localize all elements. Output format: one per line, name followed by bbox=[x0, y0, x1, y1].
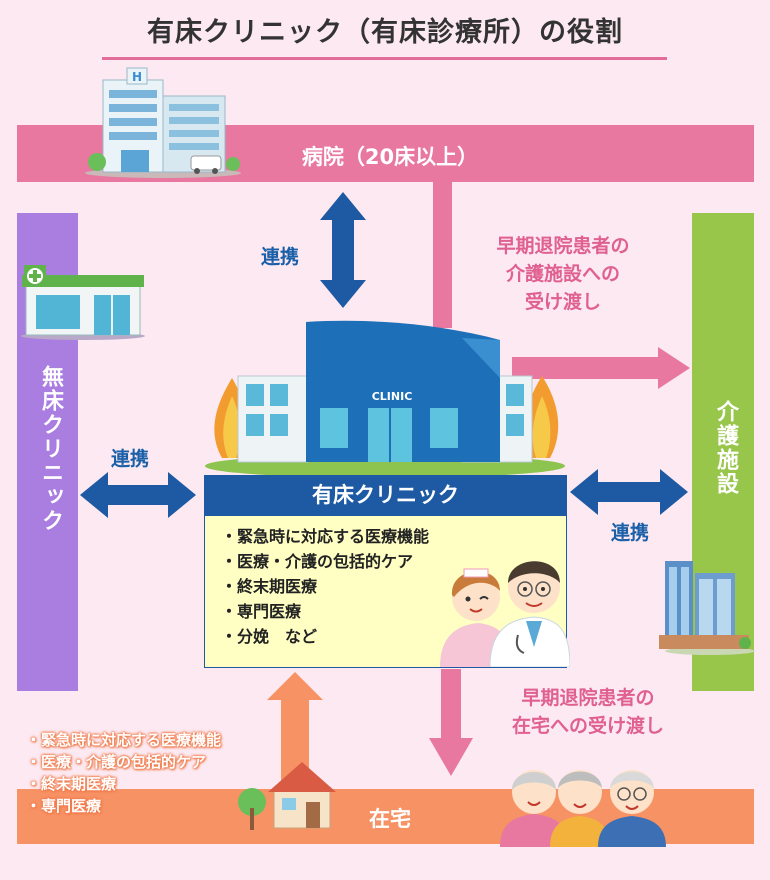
page-title: 有床クリニック（有床診療所）の役割 bbox=[147, 17, 623, 48]
hospital-to-clinic-line bbox=[433, 180, 452, 328]
list-item: ・緊急時に対応する医療機能 bbox=[26, 731, 222, 749]
hospital-clinic-link-arrow bbox=[320, 192, 366, 308]
non-bed-clinic-label: 無床クリニック bbox=[38, 365, 63, 533]
transfer-home-label: 早期退院患者の 在宅への受け渡し bbox=[478, 684, 698, 740]
link-label-right: 連携 bbox=[611, 522, 650, 544]
home-services-list: ・緊急時に対応する医療機能 ・医療・介護の包括的ケア ・終末期医療 ・専門医療 bbox=[26, 729, 221, 817]
bed-clinic-building-icon: CLINIC bbox=[205, 320, 565, 478]
bed-clinic-title: 有床クリニック bbox=[204, 475, 567, 516]
care-facility-building-icon bbox=[659, 561, 755, 655]
list-item: ・分娩 など bbox=[221, 627, 318, 646]
list-item: ・医療・介護の包括的ケア bbox=[26, 753, 207, 771]
list-item: ・緊急時に対応する医療機能 bbox=[221, 527, 430, 546]
link-label-top: 連携 bbox=[261, 246, 300, 268]
transfer-care-line-3: 受け渡し bbox=[524, 291, 601, 313]
list-item: ・終末期医療 bbox=[221, 577, 318, 596]
home-to-clinic-arrow bbox=[267, 672, 323, 790]
elderly-people-illustration bbox=[500, 770, 666, 847]
to-care-facility-arrow bbox=[512, 347, 690, 389]
care-facility-label: 介護施設 bbox=[713, 400, 738, 496]
transfer-care-facility-label: 早期退院患者の 介護施設への 受け渡し bbox=[468, 232, 658, 316]
list-item: ・医療・介護の包括的ケア bbox=[221, 552, 414, 571]
hospital-label: 病院（20床以上） bbox=[301, 145, 479, 169]
doctor-nurse-illustration bbox=[440, 561, 570, 667]
house-icon bbox=[238, 762, 336, 830]
transfer-care-line-2: 介護施設への bbox=[505, 263, 620, 285]
list-item: ・専門医療 bbox=[221, 602, 302, 621]
list-item: ・終末期医療 bbox=[26, 775, 117, 793]
transfer-care-line-1: 早期退院患者の bbox=[496, 235, 630, 257]
left-link-arrow bbox=[80, 472, 196, 518]
transfer-home-line-1: 早期退院患者の bbox=[521, 687, 655, 709]
hospital-building-icon: H bbox=[85, 67, 241, 178]
svg-text:H: H bbox=[132, 70, 142, 84]
small-clinic-icon bbox=[21, 265, 145, 340]
right-link-arrow bbox=[570, 469, 688, 515]
bed-clinic-function-list: ・緊急時に対応する医療機能 ・医療・介護の包括的ケア ・終末期医療 ・専門医療 … bbox=[205, 516, 566, 649]
to-home-arrow bbox=[429, 669, 473, 776]
transfer-home-line-2: 在宅への受け渡し bbox=[511, 715, 664, 737]
title-underline bbox=[102, 57, 667, 60]
list-item: ・専門医療 bbox=[26, 797, 102, 815]
link-label-left: 連携 bbox=[111, 448, 150, 470]
clinic-sign: CLINIC bbox=[372, 390, 413, 403]
home-label: 在宅 bbox=[369, 807, 411, 831]
